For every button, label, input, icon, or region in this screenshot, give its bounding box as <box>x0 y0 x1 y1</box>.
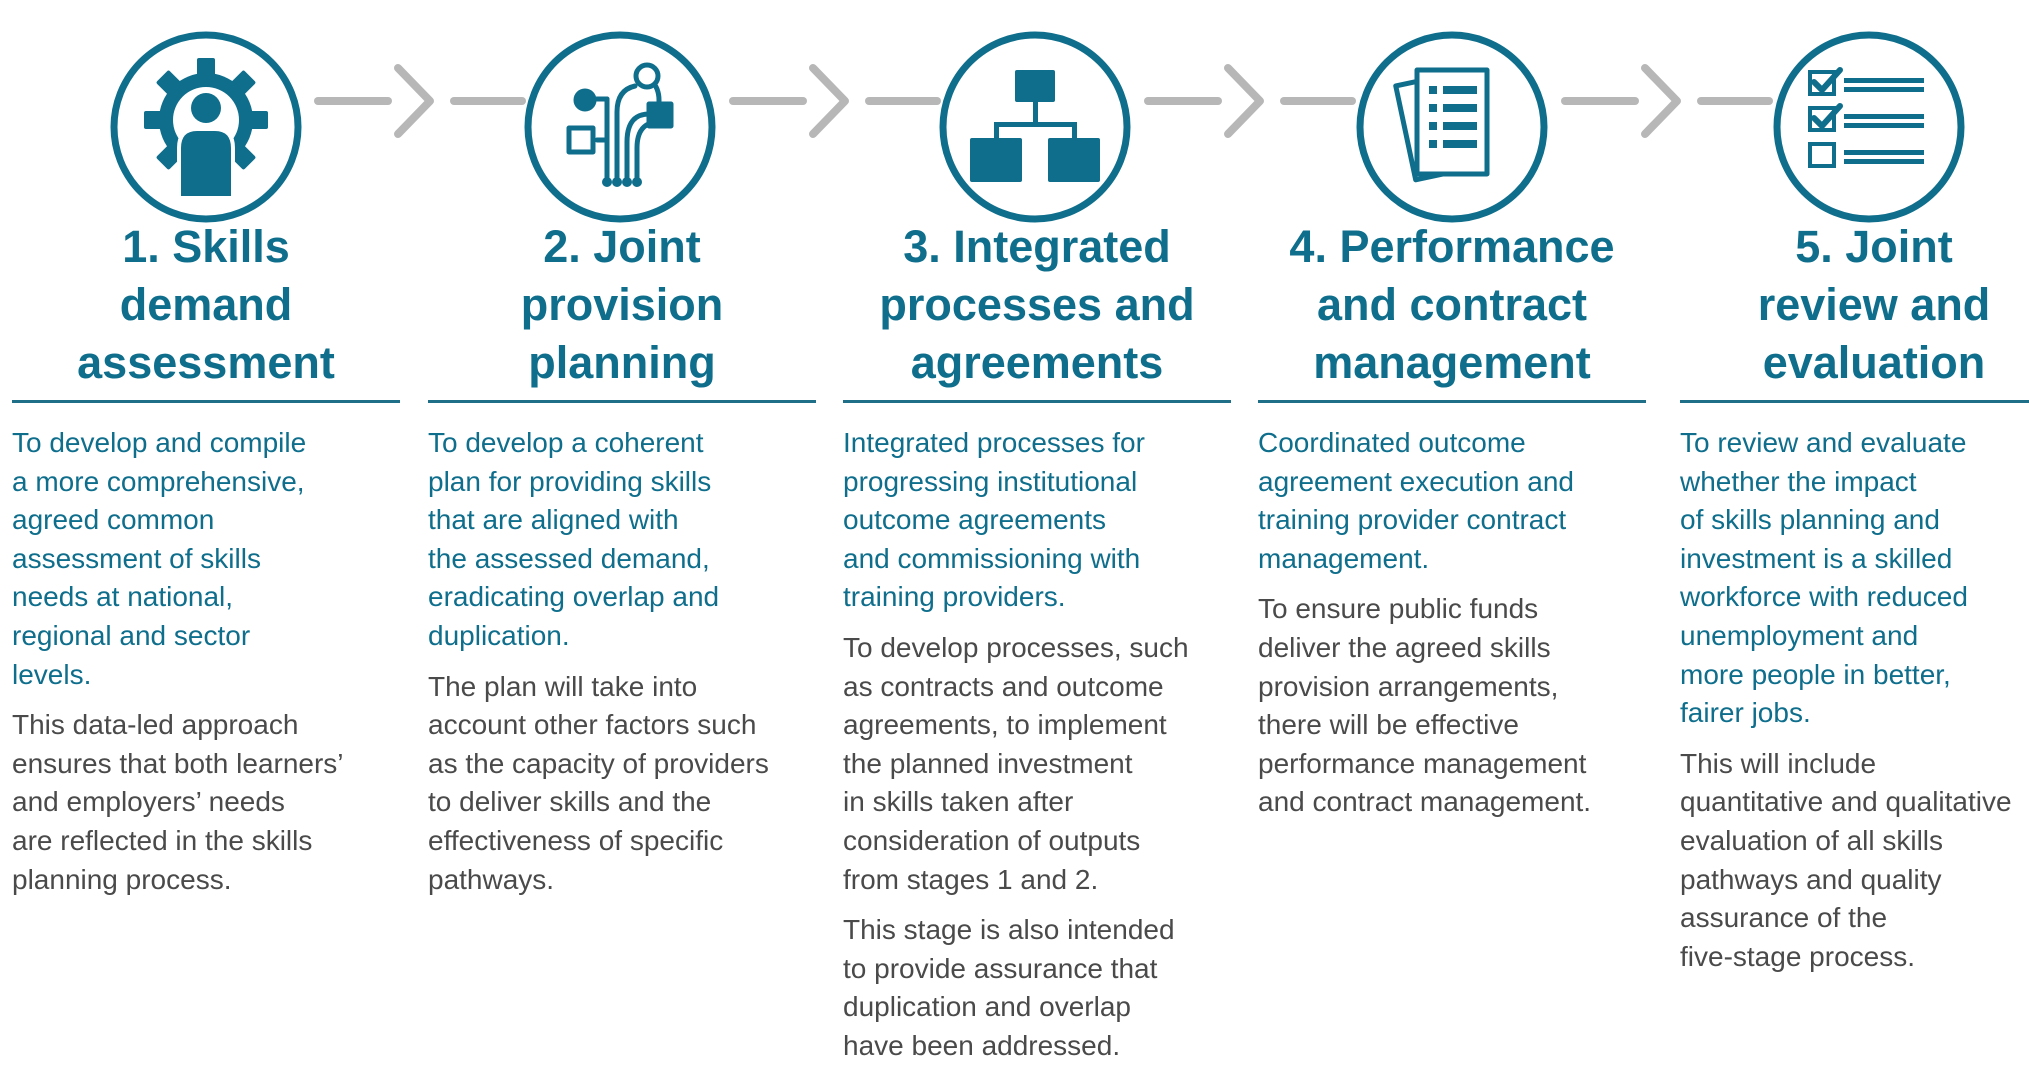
stage-4-icon-circle <box>1355 30 1549 224</box>
stage-2-lead: To develop a coherent plan for providing… <box>428 427 720 651</box>
person-gear-icon <box>110 31 302 223</box>
stage-2-icon-circle <box>523 30 717 224</box>
stage-5-description: This will include quantitative and quali… <box>1680 747 2012 972</box>
stage-2-title: 2. Joint provision planning <box>520 221 724 388</box>
circuit-nodes-icon <box>524 31 716 223</box>
stage-4-title: 4. Performance and contract management <box>1289 221 1615 388</box>
stage-5-lead: To review and evaluate whether the impac… <box>1680 427 1968 729</box>
arrow-right-icon <box>1561 64 1773 138</box>
divider <box>1258 400 1646 403</box>
stage-1-icon-circle <box>109 30 303 224</box>
stage-5-title: 5. Joint review and evaluation <box>1757 221 1991 388</box>
stage-3-lead: Integrated processes for progressing ins… <box>843 427 1145 613</box>
stage-2-description: The plan will take into account other fa… <box>428 670 769 895</box>
stage-3-assurance-note: This stage is also intended to provide a… <box>843 914 1175 1061</box>
stage-3-icon-circle <box>938 30 1132 224</box>
checklist-icon <box>1773 31 1965 223</box>
divider <box>1680 400 2029 403</box>
stage-4-body: Coordinated outcome agreement execution … <box>1258 424 1646 834</box>
stage-3-body: Integrated processes for progressing ins… <box>843 424 1231 1078</box>
document-list-icon <box>1356 31 1548 223</box>
stage-2-body: To develop a coherent plan for providing… <box>428 424 816 911</box>
divider <box>428 400 816 403</box>
stage-3-description: To develop processes, such as contracts … <box>843 631 1189 895</box>
stage-1-title: 1. Skills demand assessment <box>77 221 335 388</box>
stage-1-lead: To develop and compile a more comprehens… <box>12 427 307 690</box>
arrow-right-icon <box>729 64 941 138</box>
stage-4-lead: Coordinated outcome agreement execution … <box>1258 427 1574 574</box>
arrow-right-icon <box>314 64 526 138</box>
divider <box>843 400 1231 403</box>
stage-5-icon-circle <box>1772 30 1966 224</box>
hierarchy-chart-icon <box>939 31 1131 223</box>
stage-3-title: 3. Integrated processes and agreements <box>879 221 1195 388</box>
stage-4-description: To ensure public funds deliver the agree… <box>1258 593 1592 818</box>
stage-1-body: To develop and compile a more comprehens… <box>12 424 400 911</box>
stage-connectors <box>314 64 1773 138</box>
divider <box>12 400 400 403</box>
stage-5-body: To review and evaluate whether the impac… <box>1680 424 2029 988</box>
arrow-right-icon <box>1144 64 1356 138</box>
stage-1-description: This data-led approach ensures that both… <box>12 709 344 895</box>
